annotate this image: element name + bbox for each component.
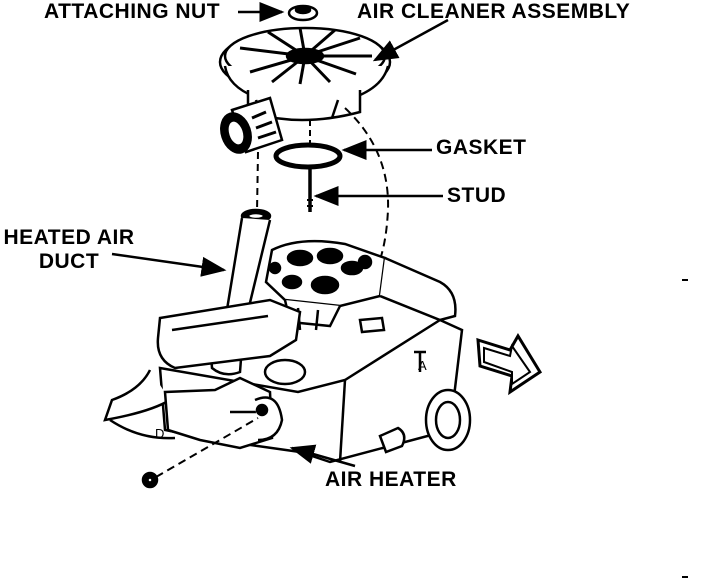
alignment-dashed-curve: [344, 107, 390, 273]
stud-part: [307, 120, 313, 212]
margin-tick: [682, 576, 688, 578]
heated-air-duct-label: HEATED AIR DUCT: [0, 226, 138, 274]
gasket-part: [273, 142, 343, 170]
air-heater-label: AIR HEATER: [325, 468, 457, 491]
attaching-nut-part: [287, 4, 319, 22]
exhaust-manifold-part: D A: [103, 358, 427, 450]
svg-text:D: D: [155, 426, 164, 441]
air-cleaner-assembly-part: [218, 26, 392, 122]
gasket-label: GASKET: [436, 136, 527, 159]
heated-air-duct-label-line1: HEATED AIR: [3, 226, 135, 249]
margin-tick: [682, 279, 688, 281]
air-cleaner-snorkel: [220, 96, 284, 154]
leader-lines: [111, 2, 449, 468]
air-heater-nut-part: [141, 417, 259, 489]
duct-alignment-line: [256, 151, 259, 213]
svg-text:A: A: [418, 358, 427, 373]
stud-label: STUD: [447, 184, 507, 207]
heated-air-duct-label-line2: DUCT: [38, 250, 100, 273]
front-direction-arrow: [476, 333, 543, 396]
air-cleaner-assembly-label: AIR CLEANER ASSEMBLY: [357, 0, 631, 23]
attaching-nut-label: ATTACHING NUT: [44, 0, 221, 23]
